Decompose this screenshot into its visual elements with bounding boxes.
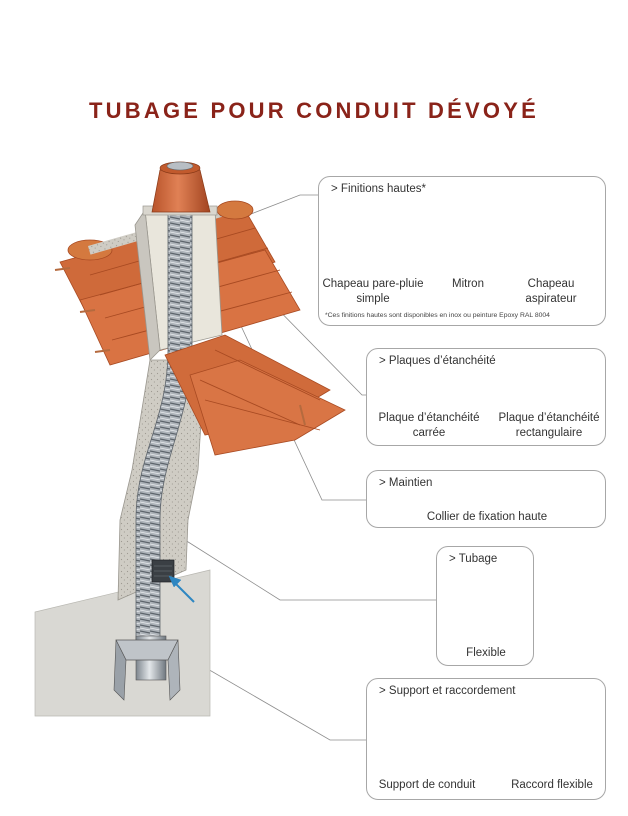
- heading-prefix: >: [331, 183, 341, 195]
- label-chapeau-pare-pluie: Chapeau pare-pluie simple: [322, 278, 424, 305]
- heading-prefix: >: [379, 685, 389, 697]
- airflow-arrow: [168, 575, 195, 603]
- label-plaque-rectangulaire: Plaque d’étanchéité rectangulaire: [498, 412, 600, 439]
- label-collier-fixation: Collier de fixation haute: [426, 511, 548, 523]
- heading-support-raccordement: Support et raccordement: [388, 685, 516, 697]
- chimney-pot: [142, 161, 218, 216]
- callout-support-raccordement: > Support et raccordement Support de con…: [366, 678, 606, 800]
- callout-maintien: > Maintien Collier de fixation haute: [366, 470, 606, 528]
- callout-plaques-etancheite: > Plaques d’étanchéité Plaque d’étanchéi…: [366, 348, 606, 446]
- callout-tubage: > Tubage Flexible: [436, 546, 534, 666]
- heading-prefix: >: [379, 477, 389, 489]
- label-raccord-flexible: Raccord flexible: [511, 779, 593, 791]
- label-chapeau-aspirateur: Chapeau aspirateur: [525, 278, 577, 305]
- heading-prefix: >: [449, 553, 459, 565]
- label-plaque-carree: Plaque d’étanchéité carrée: [378, 412, 480, 439]
- label-flexible: Flexible: [466, 647, 506, 659]
- heading-prefix: >: [379, 355, 389, 367]
- heading-finitions-hautes: Finitions hautes*: [340, 183, 426, 195]
- heading-tubage: Tubage: [458, 553, 498, 565]
- roof-tiles-front: [54, 267, 346, 456]
- callout-finitions-hautes: > Finitions hautes* Chapeau pare-pluie s…: [318, 176, 606, 326]
- heading-plaques-etancheite: Plaques d’étanchéité: [388, 355, 496, 367]
- finitions-note: *Ces finitions hautes sont disponibles e…: [325, 312, 550, 319]
- heading-maintien: Maintien: [388, 477, 433, 489]
- label-support-conduit: Support de conduit: [378, 779, 476, 791]
- label-mitron: Mitron: [452, 278, 484, 290]
- support-bracket: [113, 635, 181, 701]
- page-title: TUBAGE POUR CONDUIT DÉVOYÉ: [89, 98, 539, 123]
